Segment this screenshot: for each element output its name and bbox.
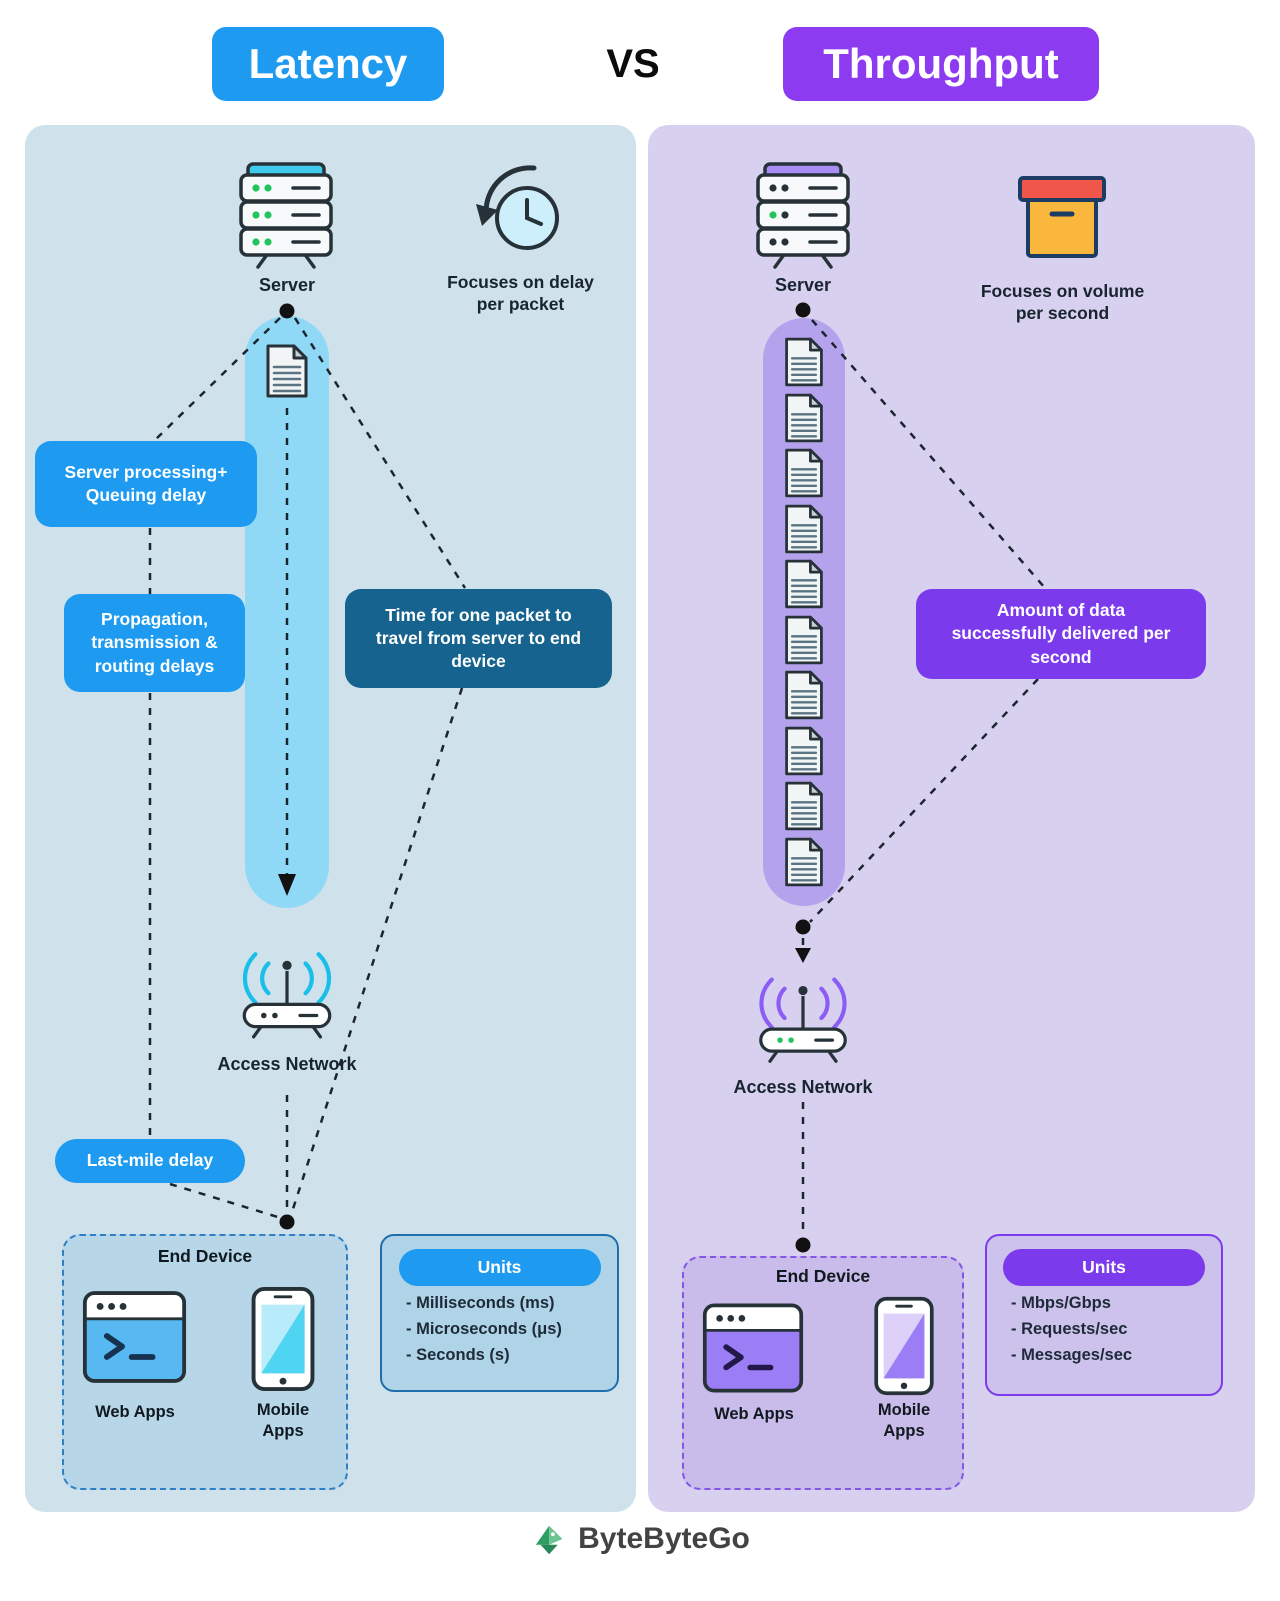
access-network-label: Access Network — [217, 1054, 357, 1074]
latency-title: Latency — [248, 40, 408, 87]
web-apps-browser-icon — [82, 1291, 187, 1383]
callout-server-processing: Server processing+ Queuing delay — [35, 441, 257, 527]
end-device-title: End Device — [775, 1266, 871, 1286]
latency-packet-track — [245, 316, 329, 908]
callout-data-per-second: Amount of data successfully delivered pe… — [916, 589, 1206, 679]
vs-label: VS — [606, 42, 660, 86]
mobile-apps-label: Mobile Apps — [877, 1401, 931, 1441]
web-apps-label: Web Apps — [95, 1403, 175, 1421]
bytebytego-logo-icon — [535, 1525, 563, 1555]
packet-document-icon — [782, 336, 826, 388]
server-icon — [239, 162, 333, 269]
throughput-title-badge: Throughput — [783, 27, 1099, 101]
unit-item: - Microseconds (μs) — [406, 1320, 562, 1338]
server-label: Server — [258, 275, 316, 295]
throughput-focus-note: Focuses on volume per second — [980, 281, 1145, 323]
callout-propagation-delays: Propagation, transmission & routing dela… — [64, 594, 245, 692]
units-title-pill: Units — [1003, 1249, 1205, 1286]
unit-item: - Seconds (s) — [406, 1346, 510, 1364]
unit-item: - Requests/sec — [1011, 1320, 1128, 1338]
mobile-apps-phone-icon — [874, 1296, 934, 1396]
packet-document-icon — [782, 558, 826, 610]
callout-last-mile-delay: Last-mile delay — [55, 1139, 245, 1183]
unit-item: - Mbps/Gbps — [1011, 1294, 1111, 1312]
throughput-units-box: Units - Mbps/Gbps - Requests/sec - Messa… — [985, 1234, 1223, 1396]
mobile-apps-phone-icon — [251, 1286, 315, 1392]
packet-document-icon — [782, 503, 826, 555]
packet-document-icon — [263, 342, 311, 400]
callout-packet-travel-time: Time for one packet to travel from serve… — [345, 589, 612, 688]
packet-stack — [763, 318, 845, 906]
clock-delay-icon — [476, 165, 559, 250]
volume-box-icon — [1018, 176, 1106, 258]
units-list: - Milliseconds (ms) - Microseconds (μs) … — [382, 1294, 617, 1365]
access-network-router-icon — [759, 977, 847, 1063]
end-device-title: End Device — [157, 1246, 253, 1266]
packet-document-icon — [782, 447, 826, 499]
throughput-title: Throughput — [823, 40, 1059, 87]
latency-focus-note: Focuses on delay per packet — [447, 272, 594, 314]
packet-document-icon — [782, 669, 826, 721]
unit-item: - Messages/sec — [1011, 1346, 1133, 1364]
packet-document-icon — [782, 614, 826, 666]
packet-document-icon — [782, 392, 826, 444]
units-title: Units — [1082, 1257, 1126, 1277]
access-network-label: Access Network — [733, 1077, 873, 1097]
access-network-router-icon — [242, 952, 332, 1039]
server-label: Server — [774, 275, 832, 295]
units-title: Units — [477, 1257, 522, 1277]
web-apps-label: Web Apps — [714, 1405, 794, 1423]
latency-units-box: Units - Milliseconds (ms) - Microseconds… — [380, 1234, 619, 1392]
mobile-apps-label: Mobile Apps — [256, 1401, 310, 1441]
packet-document-icon — [782, 836, 826, 888]
units-title-pill: Units — [398, 1249, 601, 1286]
units-list: - Mbps/Gbps - Requests/sec - Messages/se… — [987, 1294, 1221, 1365]
latency-title-badge: Latency — [212, 27, 444, 101]
packet-document-icon — [782, 725, 826, 777]
unit-item: - Milliseconds (ms) — [406, 1294, 555, 1312]
brand-text: ByteByteGo — [578, 1522, 750, 1555]
packet-document-icon — [782, 780, 826, 832]
bytebytego-brand: ByteByteGo — [530, 1520, 750, 1558]
server-icon — [756, 162, 850, 269]
web-apps-browser-icon — [702, 1303, 804, 1393]
